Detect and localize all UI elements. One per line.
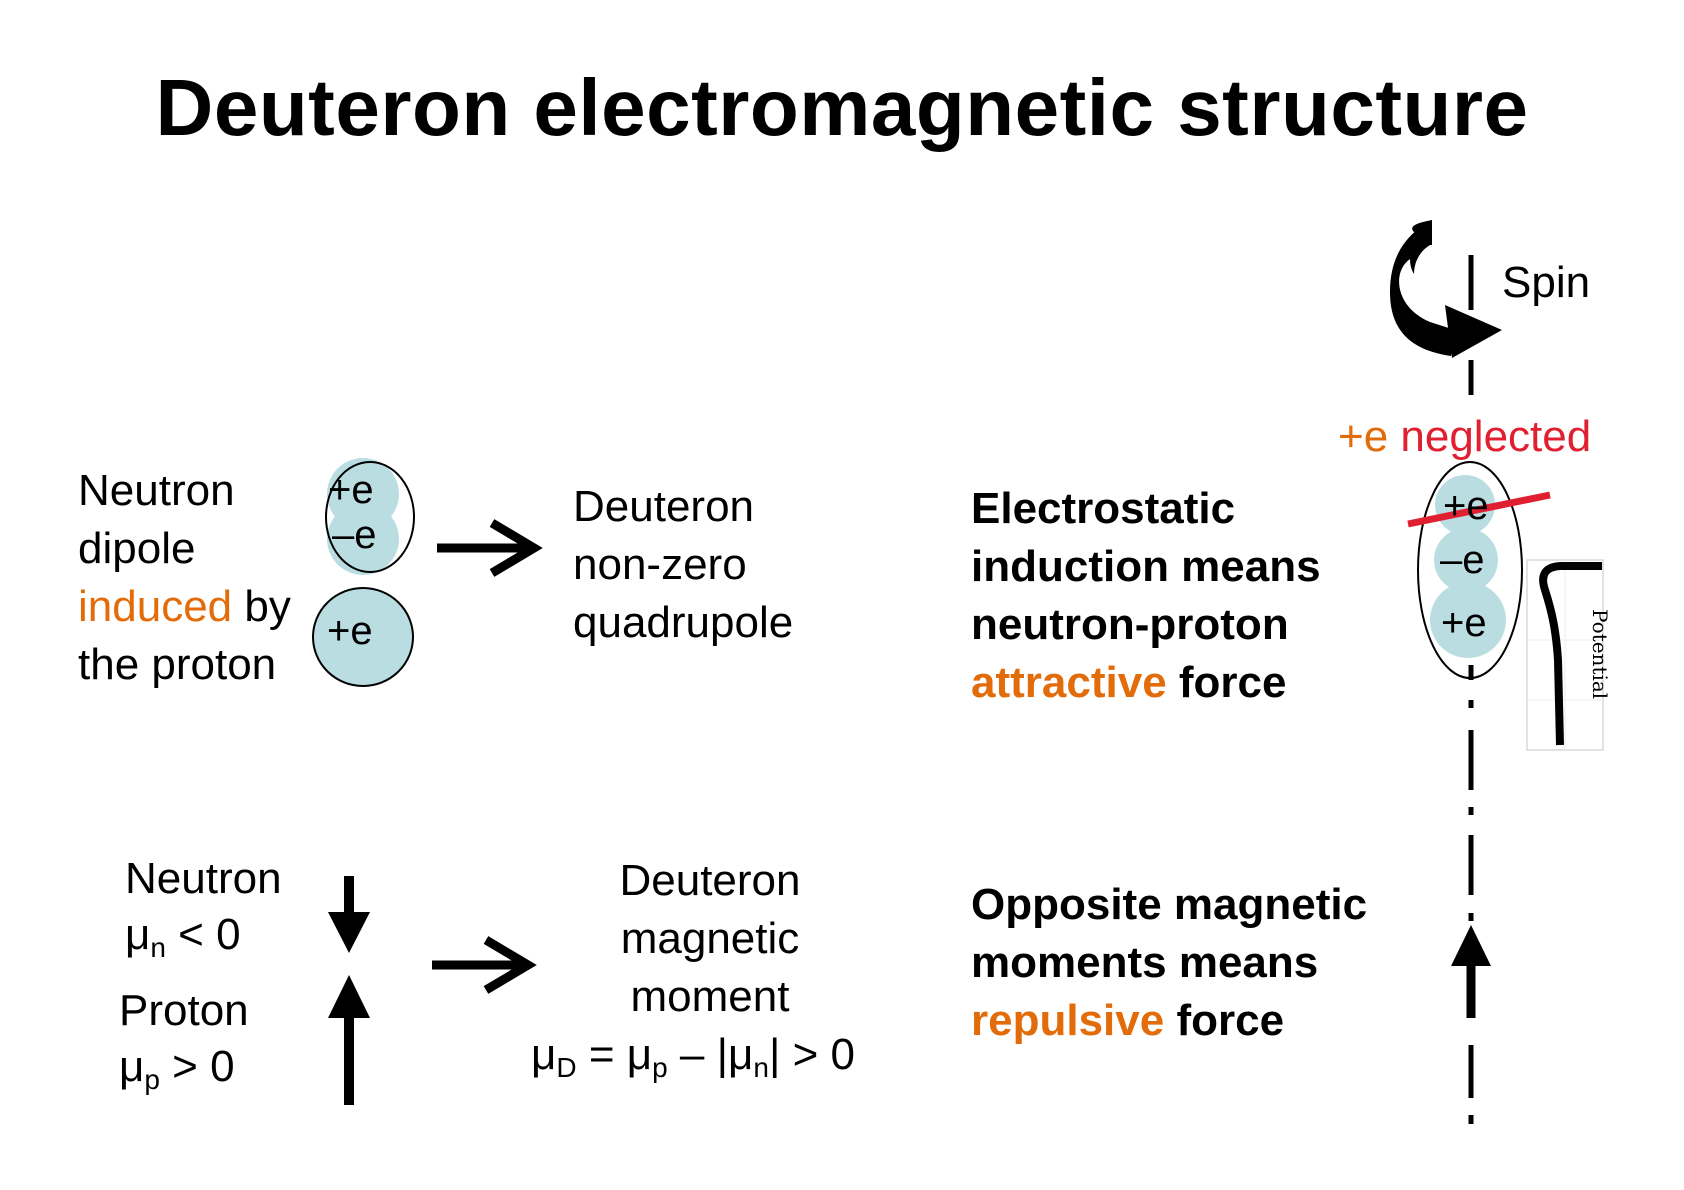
neutron-label: Neutron [125,854,282,903]
induction-line-2: dipole [78,524,196,573]
induction-description: Neutron dipole induced by the proton [78,462,291,694]
deuteron-positive-charge: +e [1441,601,1487,645]
mu-relation: > 0 [159,1042,235,1091]
attractive-word: attractive [971,658,1167,707]
page-title: Deuteron electromagnetic structure [155,63,1529,152]
quadrupole-line-2: non-zero [573,540,747,589]
electrostatic-explanation: Electrostatic induction means neutron-pr… [971,480,1321,712]
equals-sign: = [576,1030,627,1079]
potential-axis-label: Potential [1588,609,1612,700]
mu-subscript: n [150,932,166,963]
quadrupole-line-1: Deuteron [573,482,755,531]
induced-word: induced [78,582,233,631]
struck-positive-charge: +e [1443,484,1489,528]
proton-charge: +e [327,609,373,653]
deuteron-outline [1417,461,1523,679]
induction-line-3: induced by [78,578,291,636]
electrostatic-line-2: induction means [971,542,1321,591]
mu-subscript: p [652,1052,668,1083]
spin-label: Spin [1502,258,1591,307]
magnetic-moment-formula: μD = μp – |μn| > 0 [531,1026,855,1084]
formula-tail: | > 0 [768,1030,856,1079]
neutron-lower-lobe [327,503,399,575]
magnetic-explanation: Opposite magnetic moments means repulsiv… [971,876,1367,1050]
mu-symbol: μ [728,1030,754,1079]
spin-arrow-icon [1390,220,1502,358]
neglected-charge: +e [1338,412,1389,461]
magnetic-line-1: Deuteron [619,856,801,905]
repulsive-word: repulsive [971,996,1165,1045]
neutron-outline [325,461,415,573]
neutron-positive-charge: +e [328,468,374,512]
minus-abs: – | [667,1030,729,1079]
mu-symbol: μ [119,1042,145,1091]
mu-symbol: μ [125,910,151,959]
deuteron-negative-charge: –e [1440,538,1485,582]
magnetic-expl-line-2: moments means [971,938,1319,987]
by-word: by [232,582,291,631]
neglected-charge-lobe [1435,475,1495,535]
down-arrow-icon [328,876,370,953]
magnetic-line-2: magnetic [620,914,800,963]
quadrupole-line-3: quadrupole [573,598,794,647]
neutron-moment: μn < 0 [125,906,241,964]
quadrupole-result: Deuteron non-zero quadrupole [573,478,793,652]
potential-curve [1539,562,1602,746]
mu-subscript: p [144,1064,160,1095]
negative-charge-lobe [1434,528,1498,592]
electrostatic-line-1: Electrostatic [971,484,1236,533]
proton-moment: μp > 0 [119,1038,235,1096]
mu-subscript: D [556,1052,577,1083]
proton-circle [312,587,414,687]
neutron-negative-charge: –e [332,513,377,557]
potential-plot [1526,559,1604,751]
right-arrow-icon [437,519,543,577]
mu-symbol: μ [531,1030,557,1079]
up-arrow-icon [328,975,370,1105]
mu-symbol: μ [626,1030,653,1079]
electrostatic-line-4: attractive force [971,654,1321,712]
positive-charge-lobe [1430,582,1506,658]
right-arrow-icon [432,936,537,994]
induction-line-1: Neutron [78,466,235,515]
neglected-label: +e neglected [1338,412,1591,462]
magnetic-moment-result: Deuteron magnetic moment [510,852,910,1026]
proton-label: Proton [119,986,249,1035]
magnetic-expl-line-1: Opposite magnetic [971,880,1368,929]
mu-subscript: n [753,1052,769,1083]
neglected-word: neglected [1388,412,1592,461]
strike-line [1407,491,1551,528]
force-word: force [1166,658,1287,707]
magnetic-expl-line-3: repulsive force [971,992,1367,1050]
force-word: force [1164,996,1285,1045]
mu-relation: < 0 [165,910,241,959]
electrostatic-line-3: neutron-proton [971,600,1289,649]
induction-line-4: the proton [78,640,277,689]
magnetic-line-3: moment [630,972,790,1021]
